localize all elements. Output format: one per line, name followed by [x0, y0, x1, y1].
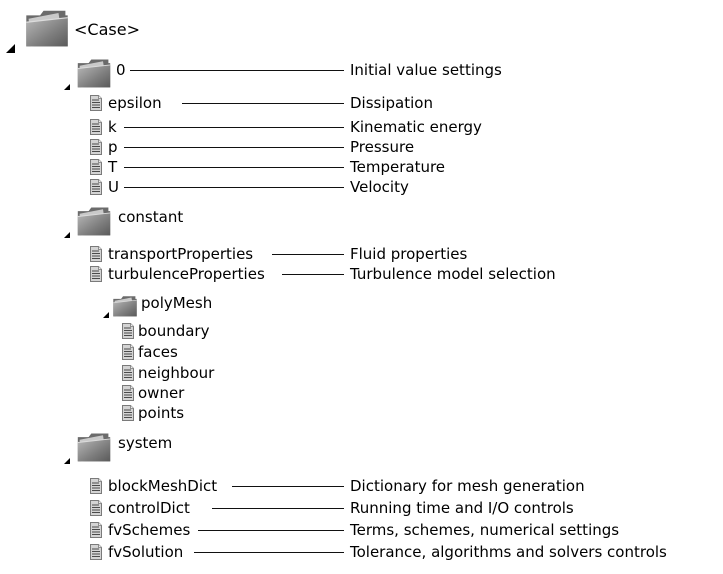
- file-neighbour-label[interactable]: neighbour: [138, 364, 215, 382]
- folder-constant-label[interactable]: constant: [118, 208, 184, 226]
- file-turbulenceProperties-label[interactable]: turbulenceProperties: [108, 265, 265, 283]
- file-fvSolution-label[interactable]: fvSolution: [108, 543, 184, 561]
- file-points-label[interactable]: points: [138, 404, 185, 422]
- folder-0-label[interactable]: 0: [116, 61, 126, 79]
- connector-line: [182, 103, 344, 104]
- file-epsilon-description: Dissipation: [350, 94, 433, 112]
- folder-icon[interactable]: [76, 430, 112, 464]
- document-icon[interactable]: [122, 405, 134, 421]
- document-icon[interactable]: [90, 179, 102, 195]
- folder-icon[interactable]: [24, 6, 70, 50]
- file-transportProperties-description: Fluid properties: [350, 245, 468, 263]
- file-controlDict-label[interactable]: controlDict: [108, 499, 190, 517]
- file-boundary-label[interactable]: boundary: [138, 322, 210, 340]
- connector-line: [232, 486, 344, 487]
- document-icon[interactable]: [90, 119, 102, 135]
- file-turbulenceProperties-description: Turbulence model selection: [350, 265, 556, 283]
- document-icon[interactable]: [90, 544, 102, 560]
- file-fvSchemes-label[interactable]: fvSchemes: [108, 521, 191, 539]
- document-icon[interactable]: [90, 500, 102, 516]
- document-icon[interactable]: [90, 95, 102, 111]
- folder-icon[interactable]: [76, 56, 112, 90]
- document-icon[interactable]: [90, 139, 102, 155]
- folder-system-label[interactable]: system: [118, 434, 173, 452]
- file-blockMeshDict-description: Dictionary for mesh generation: [350, 477, 585, 495]
- file-U-label[interactable]: U: [108, 178, 119, 196]
- disclosure-triangle-icon[interactable]: [64, 232, 70, 238]
- document-icon[interactable]: [90, 246, 102, 262]
- file-faces-label[interactable]: faces: [138, 343, 178, 361]
- document-icon[interactable]: [122, 344, 134, 360]
- document-icon[interactable]: [90, 522, 102, 538]
- connector-line: [212, 508, 344, 509]
- connector-line: [124, 187, 344, 188]
- document-icon[interactable]: [90, 159, 102, 175]
- disclosure-triangle-icon[interactable]: [6, 44, 15, 53]
- disclosure-triangle-icon[interactable]: [64, 458, 70, 464]
- file-T-description: Temperature: [350, 158, 446, 176]
- disclosure-triangle-icon[interactable]: [64, 84, 70, 90]
- file-k-description: Kinematic energy: [350, 118, 482, 136]
- file-epsilon-label[interactable]: epsilon: [108, 94, 162, 112]
- connector-line: [198, 530, 344, 531]
- connector-line: [282, 274, 344, 275]
- document-icon[interactable]: [122, 385, 134, 401]
- disclosure-triangle-icon[interactable]: [103, 312, 109, 318]
- file-transportProperties-label[interactable]: transportProperties: [108, 245, 254, 263]
- document-icon[interactable]: [122, 365, 134, 381]
- connector-line: [272, 254, 344, 255]
- folder-icon[interactable]: [112, 294, 138, 318]
- file-p-description: Pressure: [350, 138, 415, 156]
- file-fvSolution-description: Tolerance, algorithms and solvers contro…: [350, 543, 667, 561]
- connector-line: [124, 147, 344, 148]
- connector-line: [124, 127, 344, 128]
- file-blockMeshDict-label[interactable]: blockMeshDict: [108, 477, 218, 495]
- file-k-label[interactable]: k: [108, 118, 117, 136]
- file-controlDict-description: Running time and I/O controls: [350, 499, 574, 517]
- root-folder-label[interactable]: <Case>: [74, 20, 140, 39]
- file-U-description: Velocity: [350, 178, 409, 196]
- folder-icon[interactable]: [76, 204, 112, 238]
- document-icon[interactable]: [90, 478, 102, 494]
- connector-line: [124, 167, 344, 168]
- connector-line: [130, 70, 344, 71]
- file-T-label[interactable]: T: [108, 158, 118, 176]
- folder-polyMesh-label[interactable]: polyMesh: [141, 294, 213, 312]
- folder-0-description: Initial value settings: [350, 61, 502, 79]
- file-fvSchemes-description: Terms, schemes, numerical settings: [350, 521, 620, 539]
- file-owner-label[interactable]: owner: [138, 384, 185, 402]
- connector-line: [194, 552, 344, 553]
- document-icon[interactable]: [90, 266, 102, 282]
- document-icon[interactable]: [122, 323, 134, 339]
- file-p-label[interactable]: p: [108, 138, 118, 156]
